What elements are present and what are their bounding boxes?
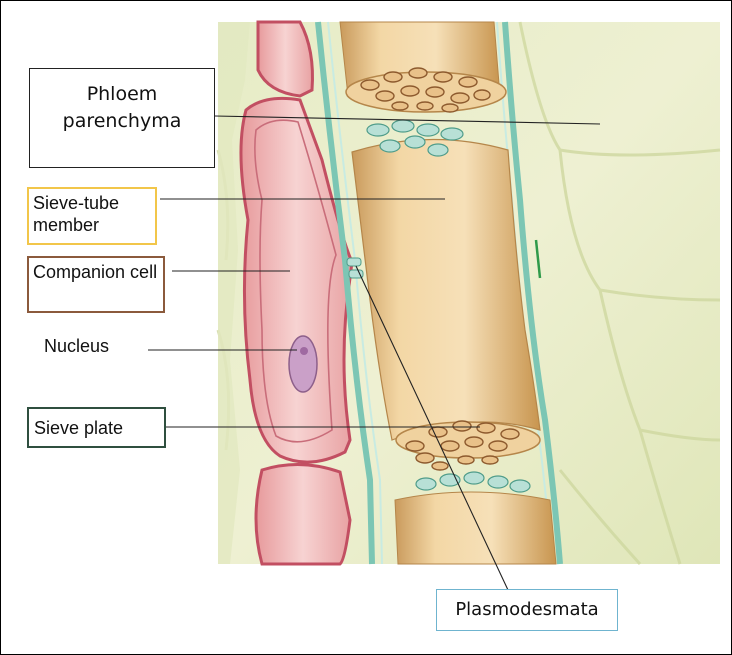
label-plasmodesmata: Plasmodesmata [436,589,618,631]
label-companion-cell-text: Companion cell [33,261,159,283]
label-sieve-tube-member-text: Sieve-tube member [33,192,151,236]
label-phloem-parenchyma-text: Phloem parenchyma [30,81,214,135]
label-plasmodesmata-text: Plasmodesmata [437,590,617,630]
sieve-tube-lower [395,492,556,564]
label-sieve-plate-text: Sieve plate [34,417,159,439]
label-nucleus: Nucleus [44,336,109,357]
label-sieve-tube-member: Sieve-tube member [27,187,157,245]
label-companion-cell: Companion cell [27,256,165,313]
nucleus-shape [289,336,317,392]
label-nucleus-text: Nucleus [44,336,109,357]
label-phloem-parenchyma: Phloem parenchyma [29,68,215,168]
label-sieve-plate: Sieve plate [27,407,166,448]
